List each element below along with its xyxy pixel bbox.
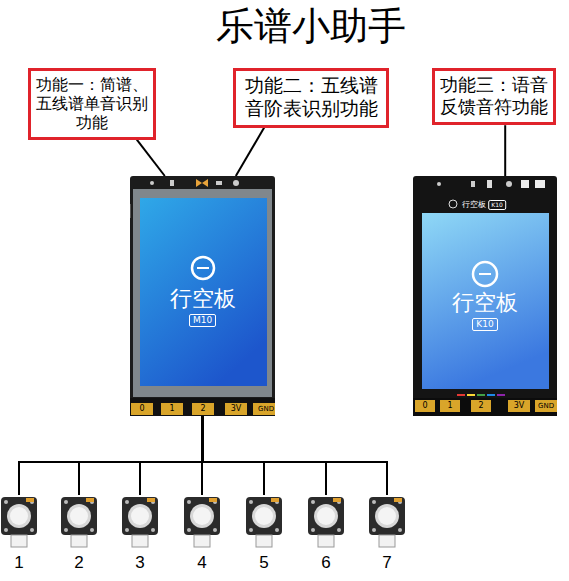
button-number: 2 xyxy=(74,553,83,573)
button-module: 6 xyxy=(307,495,345,579)
pin-label: 2 xyxy=(478,401,483,411)
controller-board: 行空板 M10 xyxy=(130,176,275,416)
controller-board: 行空板K10 xyxy=(413,176,557,416)
button-number: 5 xyxy=(259,553,268,573)
model-badge: M10 xyxy=(189,314,216,327)
button-module-picture xyxy=(307,495,345,549)
pin-label: 2 xyxy=(200,404,205,414)
button-module: 4 xyxy=(183,495,221,579)
button-module-picture xyxy=(245,495,283,549)
bus-wire xyxy=(203,416,265,495)
button-number: 3 xyxy=(135,553,144,573)
button-number: 1 xyxy=(14,553,23,573)
feature-callout-box: 功能三：语音反馈音符功能 xyxy=(432,68,556,125)
button-module-picture xyxy=(183,495,221,549)
bus-wire xyxy=(19,416,203,495)
box-text: 功能一：简谱、五线谱单音识别功能 xyxy=(35,75,149,133)
board-logo-text: K10 xyxy=(488,200,506,210)
bus-wire xyxy=(140,416,203,495)
pin-label: 0 xyxy=(422,401,427,411)
pin-label: 1 xyxy=(447,401,452,411)
callout-leader xyxy=(137,140,165,176)
pin-label: 3V xyxy=(514,401,525,411)
button-module: 1 xyxy=(0,495,38,579)
button-number: 4 xyxy=(197,553,206,573)
board-name: 行空板 xyxy=(170,286,236,312)
feature-callout-box: 功能一：简谱、五线谱单音识别功能 xyxy=(28,68,156,140)
button-module-picture xyxy=(60,495,98,549)
box-text: 功能三：语音反馈音符功能 xyxy=(439,75,549,118)
bus-wire xyxy=(79,416,203,495)
button-module: 2 xyxy=(60,495,98,579)
diagram-title: 乐谱小助手 xyxy=(206,4,416,48)
pin-label: 0 xyxy=(139,404,144,414)
box-text: 功能二：五线谱音阶表识别功能 xyxy=(240,75,382,121)
board-logo-text: 行空板 xyxy=(462,200,486,210)
callout-leader xyxy=(504,125,506,176)
button-module-picture xyxy=(368,495,406,549)
board-name: 行空板 xyxy=(452,290,518,316)
button-module: 5 xyxy=(245,495,283,579)
callout-leader xyxy=(236,128,264,176)
button-module: 3 xyxy=(121,495,159,579)
button-module-picture xyxy=(0,495,38,549)
bus-wire xyxy=(203,416,327,495)
button-module: 7 xyxy=(368,495,406,579)
pin-label: GND xyxy=(258,405,274,414)
pin-label: 1 xyxy=(169,404,174,414)
feature-callout-box: 功能二：五线谱音阶表识别功能 xyxy=(233,68,389,128)
button-number: 6 xyxy=(321,553,330,573)
button-number: 7 xyxy=(382,553,391,573)
pin-label: GND xyxy=(538,402,554,411)
button-module-picture xyxy=(121,495,159,549)
model-badge: K10 xyxy=(472,318,497,331)
bus-wire xyxy=(203,416,388,495)
pin-label: 3V xyxy=(231,404,242,414)
